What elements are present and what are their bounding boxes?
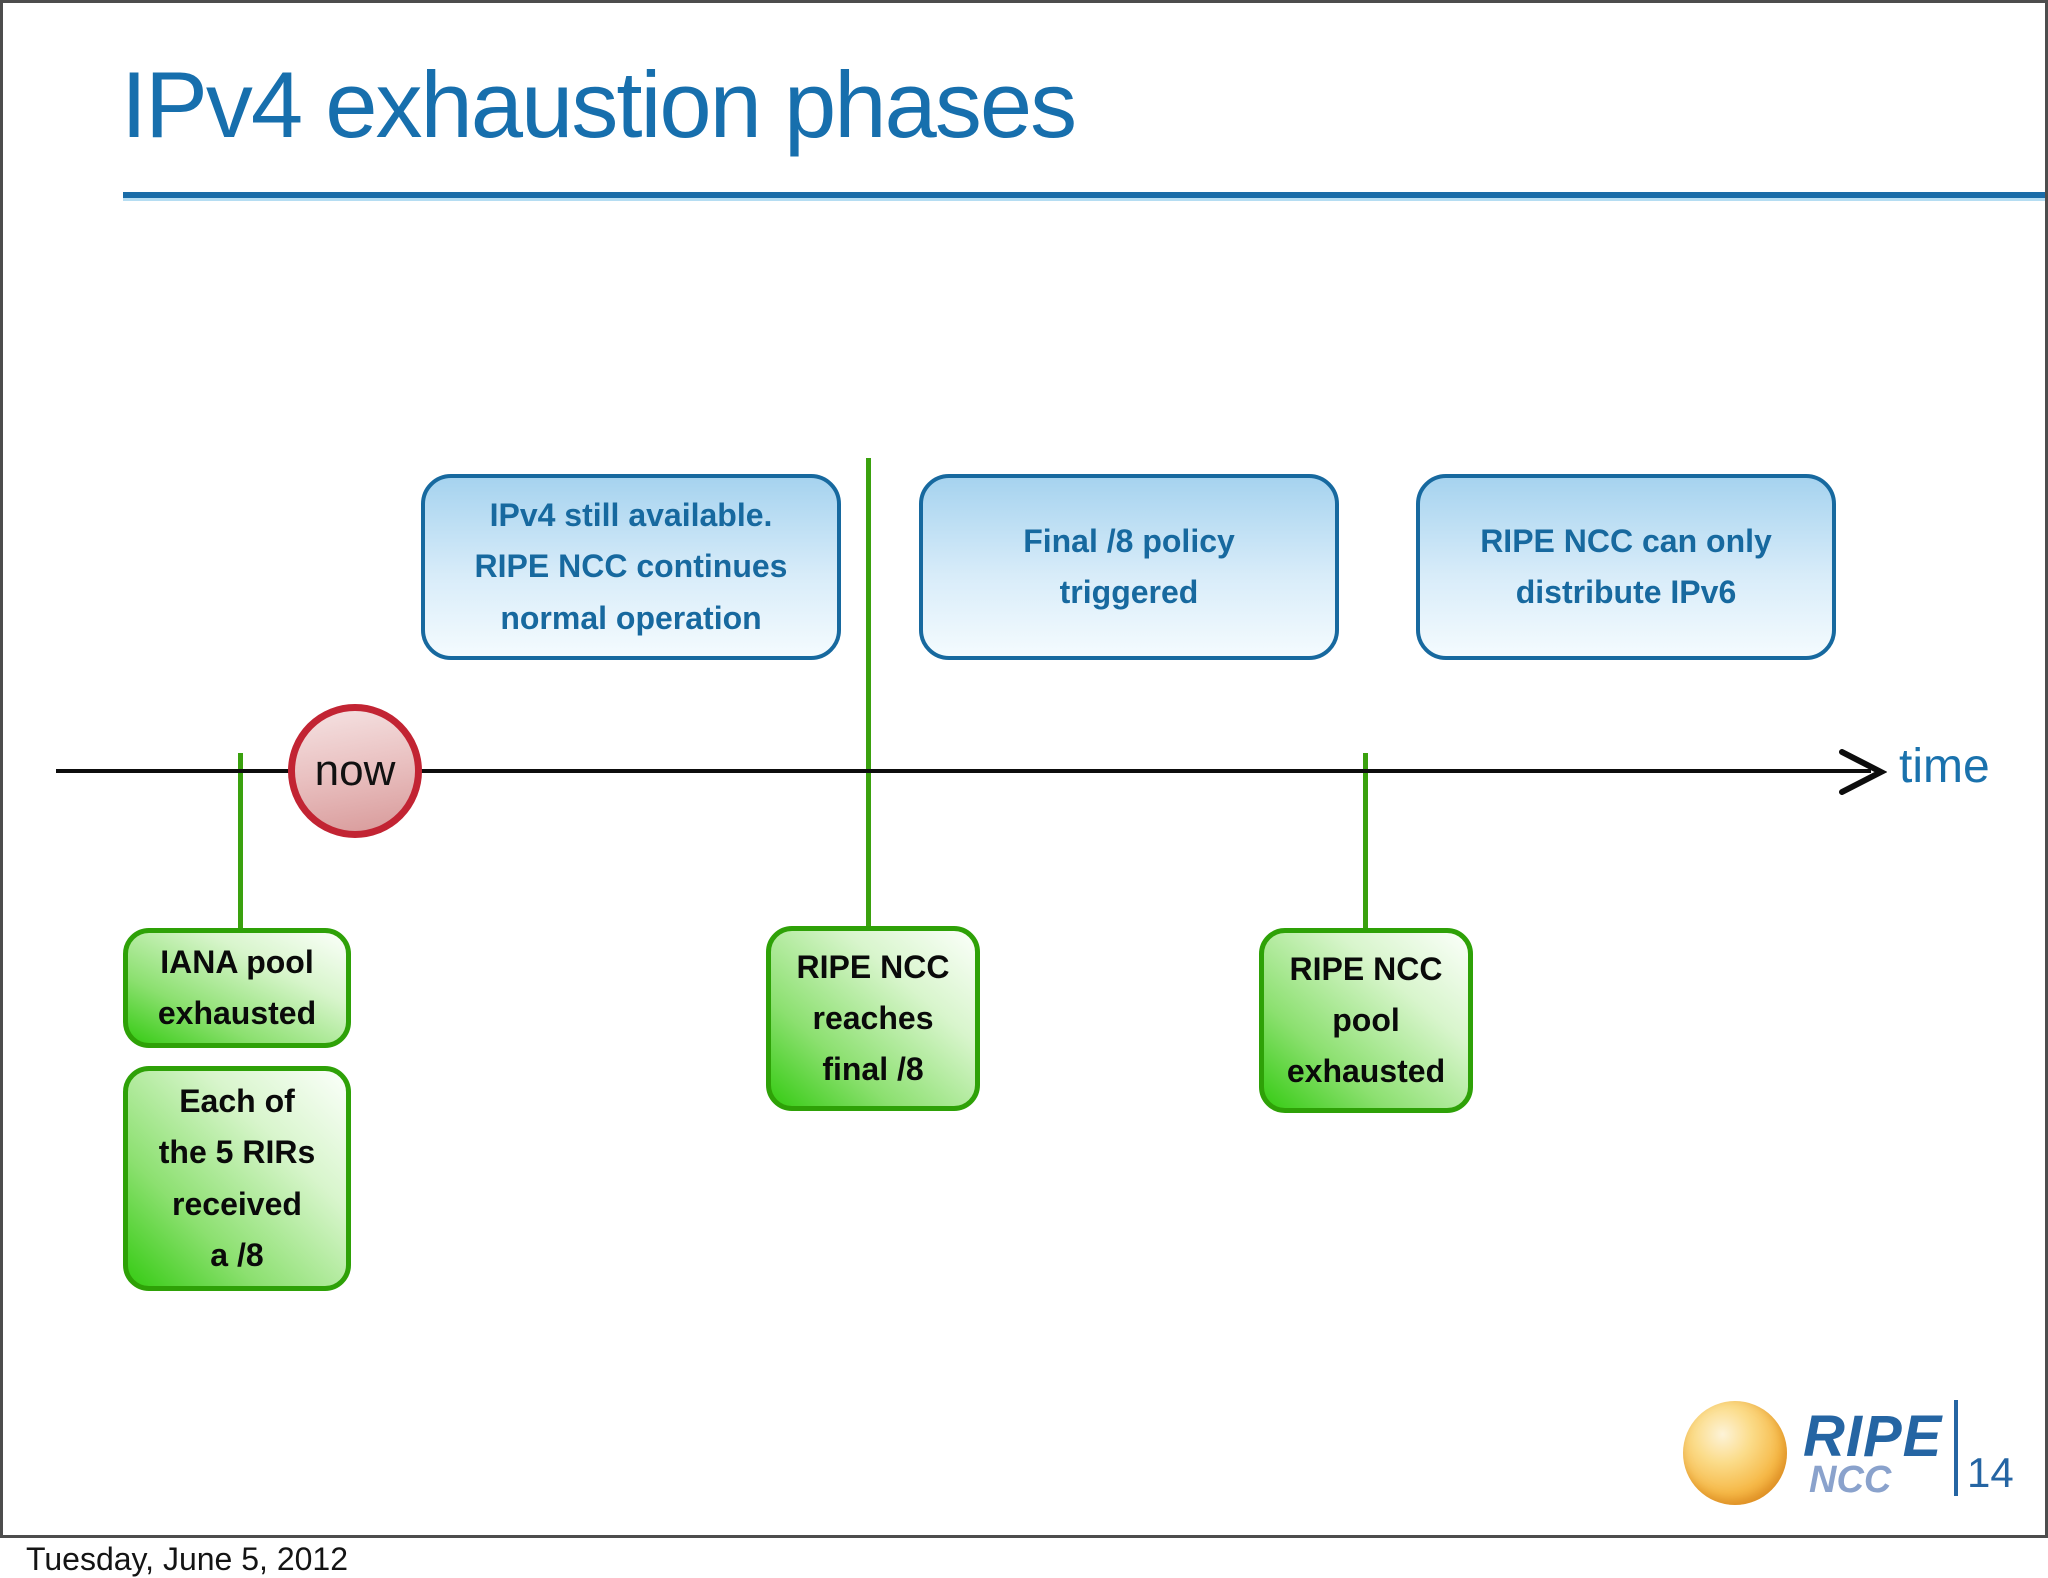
event-box-reaches-final-8: RIPE NCC reaches final /8 — [766, 926, 980, 1111]
logo-subbrand-text: NCC — [1809, 1459, 1892, 1501]
time-axis-label: time — [1899, 740, 1990, 793]
phase-label: RIPE NCC can only distribute IPv6 — [1480, 522, 1772, 610]
arrowhead-icon — [1839, 749, 1887, 795]
title-underline — [123, 192, 2045, 201]
page-title: IPv4 exhaustion phases — [121, 52, 1077, 157]
event-box-rirs-received-8: Each of the 5 RIRs received a /8 — [123, 1066, 351, 1291]
page-number: 14 — [1967, 1449, 2014, 1496]
event-label: Each of the 5 RIRs received a /8 — [158, 1083, 316, 1273]
event-label: RIPE NCC pool exhausted — [1286, 950, 1446, 1090]
event-box-ripe-pool-exhausted: RIPE NCC pool exhausted — [1259, 928, 1473, 1113]
tick-line-pool-exhausted — [1363, 753, 1368, 928]
phase-label: IPv4 still available. RIPE NCC continues… — [474, 497, 788, 636]
event-label: IANA pool exhausted — [157, 943, 317, 1031]
footer-date: Tuesday, June 5, 2012 — [26, 1541, 348, 1577]
now-marker: now — [288, 704, 422, 838]
tick-line-iana — [238, 753, 243, 928]
event-label: RIPE NCC reaches final /8 — [796, 948, 950, 1088]
phase-label: Final /8 policy triggered — [1023, 522, 1235, 610]
timeline-axis — [56, 769, 1871, 773]
tick-line-final-8 — [866, 458, 871, 926]
now-label: now — [314, 746, 396, 795]
phase-box-ipv4-still-available: IPv4 still available. RIPE NCC continues… — [421, 474, 841, 660]
logo-brand-text: RIPE — [1803, 1404, 1943, 1469]
phase-box-final-8-policy: Final /8 policy triggered — [919, 474, 1339, 660]
ripe-globe-icon — [1683, 1401, 1787, 1505]
slide-canvas: IPv4 exhaustion phases IPv4 still availa… — [0, 0, 2048, 1538]
event-box-iana-pool-exhausted: IANA pool exhausted — [123, 928, 351, 1048]
phase-box-distribute-ipv6: RIPE NCC can only distribute IPv6 — [1416, 474, 1836, 660]
logo-divider — [1954, 1400, 1958, 1496]
